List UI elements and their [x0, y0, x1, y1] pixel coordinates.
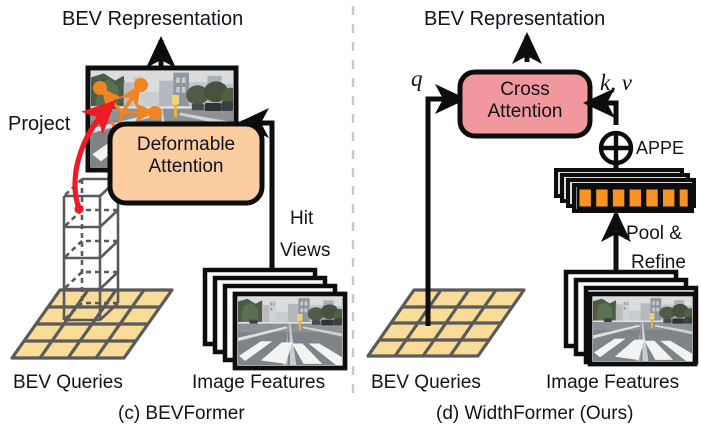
project-origin-dot: [74, 204, 84, 214]
query-path: [425, 84, 468, 326]
width-token-strip-stack: [554, 168, 696, 213]
panel-caption-d: (d) WidthFormer (Ours): [436, 403, 634, 424]
width-tokens: [576, 186, 691, 210]
deformable-attention-label-line2: Attention: [148, 156, 224, 178]
deformable-attention-box: [107, 121, 265, 206]
appe-label: APPE: [636, 138, 685, 158]
project-label: Project: [8, 113, 71, 135]
cross-attention-label: Cross Attention: [460, 79, 590, 124]
image-features-stack-c: [202, 267, 348, 371]
image-features-stack-d: [563, 269, 699, 367]
image-features-label-d: Image Features: [546, 372, 680, 393]
hit-views-label-line2: Views: [280, 240, 331, 261]
project-arrow: [72, 100, 117, 209]
deformable-attention-label: Deformable Attention: [110, 134, 262, 179]
pool-refine-label-line1: Pool &: [626, 223, 682, 244]
bev-queries-grid-d: [366, 288, 526, 358]
bev-queries-label-d: BEV Queries: [371, 372, 481, 393]
cross-attention-label-line2: Attention: [487, 101, 563, 123]
panel-caption-c: (c) BEVFormer: [118, 403, 245, 424]
cross-attention-label-line1: Cross: [500, 79, 550, 100]
bev-queries-label-c: BEV Queries: [13, 372, 123, 393]
image-features-label-c: Image Features: [192, 372, 326, 393]
bev-representation-label-d: BEV Representation: [424, 8, 606, 30]
keyvalue-symbol-label: k, v: [600, 70, 632, 95]
keyvalue-path: [582, 88, 619, 125]
bev-representation-label-c: BEV Representation: [62, 8, 244, 30]
pool-refine-label-line2: Refine: [631, 252, 686, 273]
query-symbol-label: q: [411, 66, 423, 91]
hit-views-label-line1: Hit: [290, 208, 314, 229]
bev-queries-grid-c: [10, 288, 174, 360]
deformable-attention-label-line1: Deformable: [136, 134, 236, 155]
